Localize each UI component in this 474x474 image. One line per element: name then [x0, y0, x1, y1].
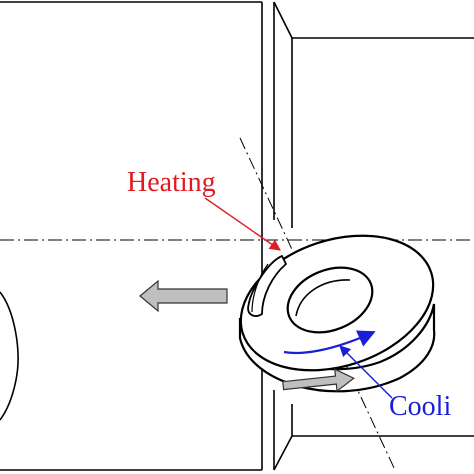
insert-center-hole	[286, 266, 374, 334]
cooling-label: Cooli	[389, 391, 451, 422]
heating-label: Heating	[127, 167, 216, 198]
heating-leader-arrow	[204, 197, 281, 251]
insert-hole-inner-edge	[295, 279, 351, 317]
round-insert	[238, 234, 436, 393]
chamfer-bottom-slope	[273, 435, 293, 471]
chamfer-top-slope	[273, 1, 293, 39]
chip-contact-edge	[251, 263, 269, 313]
cooling-rotation-indicator	[283, 330, 376, 355]
feed-direction-arrow	[139, 279, 228, 313]
workpiece-end-curve	[0, 291, 19, 421]
cooling-leader-arrow	[339, 345, 393, 399]
insert-rotation-arrow	[282, 368, 355, 393]
